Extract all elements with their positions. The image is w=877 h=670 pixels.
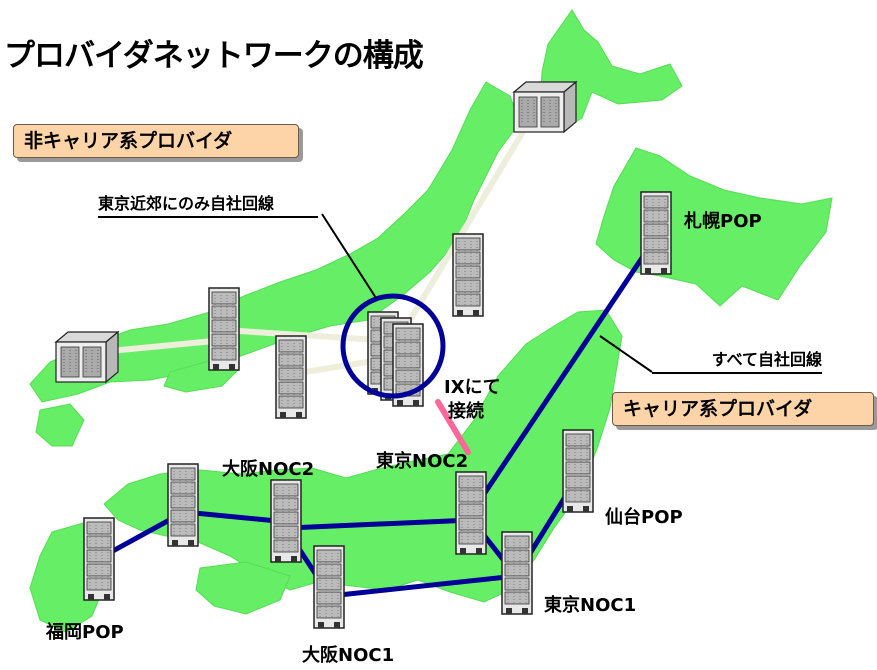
server-box-west (55, 331, 119, 383)
land-left-kyushu (35, 403, 85, 447)
link-hiroshima-tokyo (221, 327, 381, 343)
link-sapporo-tokyo-noc2 (469, 237, 657, 515)
label-sendai-pop: 仙台POP (605, 507, 683, 528)
server-rack-tokyo-noc2 (455, 471, 487, 555)
callout-non-carrier: 非キャリア系プロバイダ (13, 124, 299, 158)
link-osaka-noc1-tokyo-noc1 (327, 573, 519, 599)
server-rack-tokyo-noc1 (501, 531, 533, 615)
land-right-shikoku (195, 561, 291, 615)
link-osaka-noc2-tokyo-noc2 (285, 517, 475, 531)
server-rack-nc-kansai (275, 335, 307, 419)
link-left-server-tokyo (97, 337, 227, 355)
ix-label-line2: 接続 (448, 401, 484, 422)
server-rack-sapporo (640, 191, 672, 275)
server-rack-osaka-noc2 (270, 479, 302, 563)
label-sapporo-pop: 札幌POP (684, 211, 762, 232)
server-rack-sendai (562, 429, 594, 513)
label-fukuoka-pop: 福岡POP (46, 622, 124, 643)
note-all-own: すべて自社回線 (652, 350, 822, 374)
ix-link (435, 399, 471, 455)
server-rack-nc-north (452, 233, 484, 317)
page-title: プロバイダネットワークの構成 (4, 38, 424, 74)
label-osaka-noc1: 大阪NOC1 (302, 645, 395, 666)
tokyo-highlight-ring (340, 293, 446, 399)
leader-all-own (599, 335, 653, 373)
label-tokyo-noc1: 東京NOC1 (544, 595, 637, 616)
server-rack-nc-hiroshima (208, 287, 240, 371)
land-right-honshu (103, 309, 623, 603)
ix-label-line1: IXにて (444, 377, 501, 398)
server-rack-fukuoka (83, 517, 115, 601)
label-tokyo-noc2: 東京NOC2 (376, 451, 469, 472)
server-rack-hiroshima (167, 463, 199, 547)
callout-carrier: キャリア系プロバイダ (612, 392, 874, 426)
server-box-hokkaido (513, 81, 577, 133)
map-land (29, 9, 833, 633)
leader-tokyo-only (321, 213, 377, 299)
label-osaka-noc2: 大阪NOC2 (222, 459, 315, 480)
note-tokyo-only: 東京近郊にのみ自社回線 (98, 194, 318, 218)
server-rack-osaka-noc1 (313, 545, 345, 629)
